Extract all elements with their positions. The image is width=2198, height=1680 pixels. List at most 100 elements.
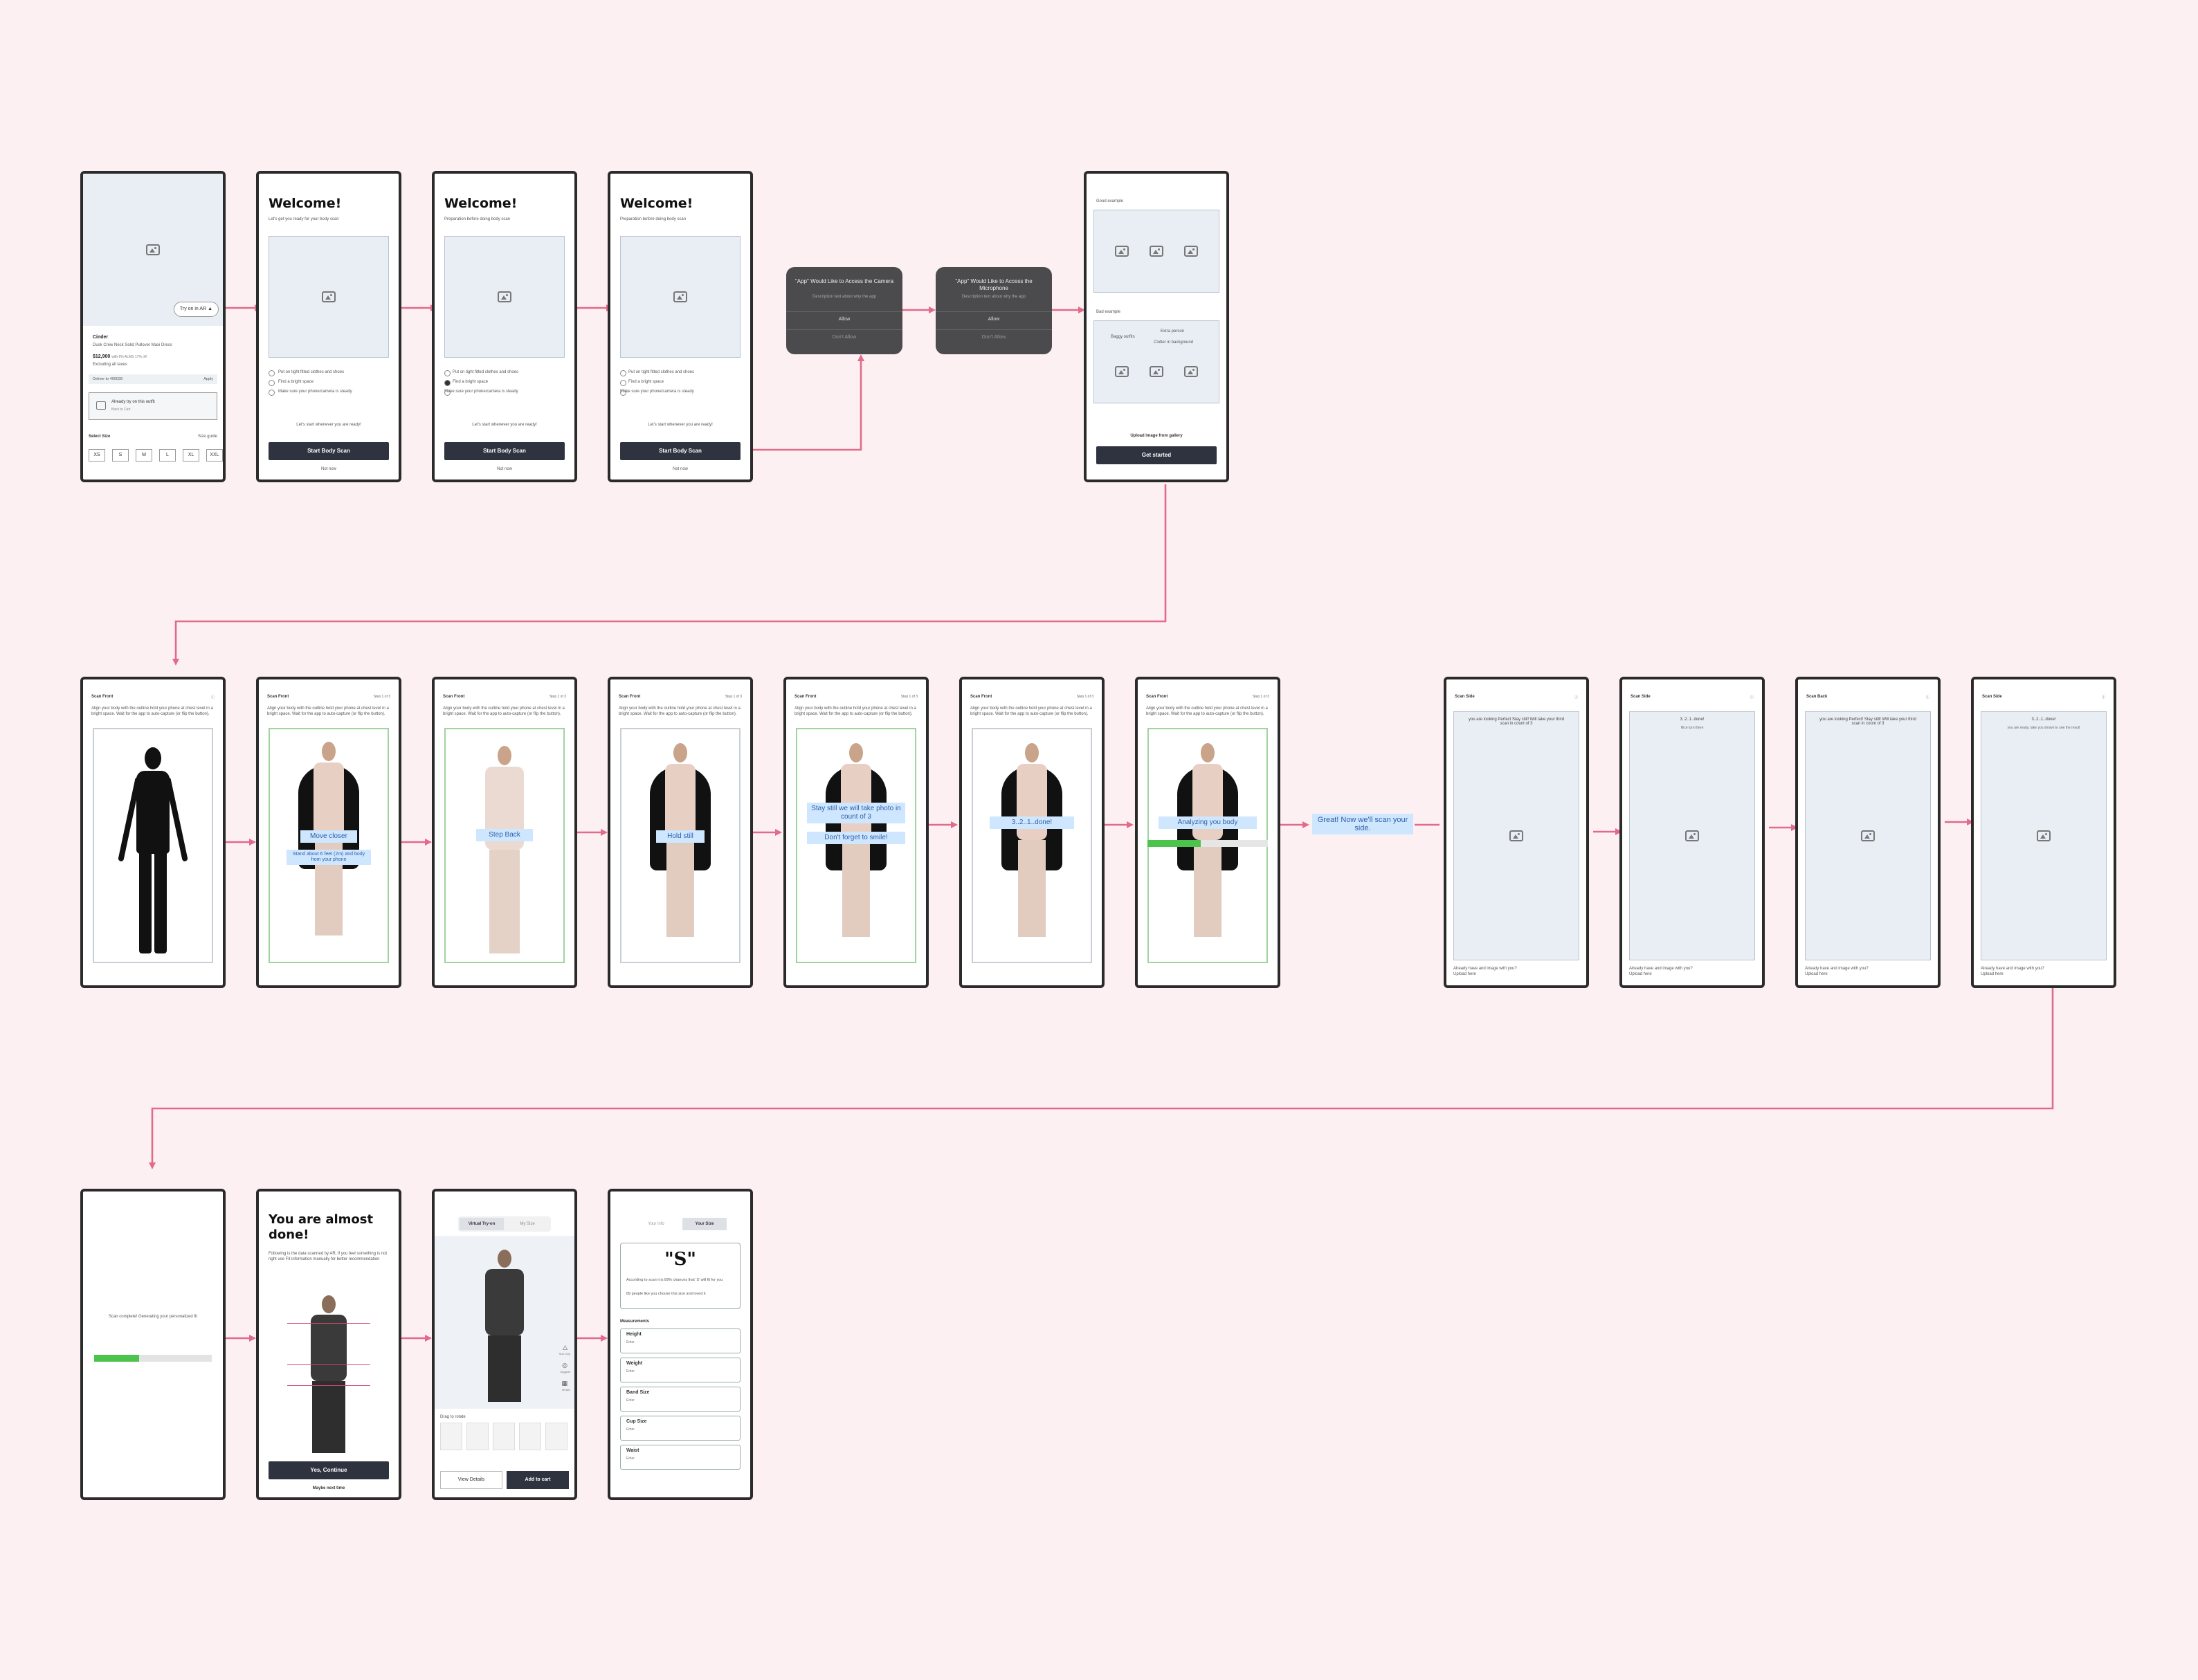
already-tried-card[interactable]: Already try on this outfit Back to Cart [89, 392, 217, 420]
screen-scan-analyzing: Scan Front Step 1 of 3 Align your body w… [1135, 677, 1280, 988]
welcome-subtitle: Preparation before doing body scan [444, 217, 565, 222]
get-started-button[interactable]: Get started [1096, 446, 1217, 464]
similar-icon[interactable]: ▦ [561, 1380, 567, 1387]
size-chip-xxl[interactable]: XXL [206, 449, 223, 462]
image-icon [96, 401, 106, 410]
camera-preview: 3..2..1..done! Nice turn there [1629, 711, 1755, 960]
screen-scan-step-back: Scan Front Step 1 of 3 Align your body w… [432, 677, 577, 988]
ar-icon: ▲ [208, 307, 212, 311]
countdown-label: 3..2..1..done! [990, 816, 1074, 829]
image-icon [2037, 830, 2051, 841]
good-example-box [1093, 210, 1219, 293]
tab-my-size[interactable]: My Size [505, 1218, 550, 1230]
tryon-model [484, 1250, 525, 1402]
screen-welcome-3: Welcome! Preparation before doing body s… [608, 171, 753, 482]
bullet-item: Put on tight fitted clothes and shoes [620, 370, 743, 374]
size-chip-s[interactable]: S [112, 449, 129, 462]
bullet-item: Make sure your phone/camera is steady [444, 390, 567, 394]
bullet-item: Find a bright space [444, 380, 567, 384]
smile-label: Don't forget to smile! [807, 832, 905, 844]
ready-text: Let's start whenever you are ready! [610, 423, 750, 427]
screen-scan-hold-still: Scan Front Step 1 of 3 Align your body w… [608, 677, 753, 988]
bullet-item: Find a bright space [269, 380, 392, 384]
screen-scan-front-outline: Scan Front ⓘ Align your body with the ou… [80, 677, 226, 988]
scan-side-callout: Great! Now we'll scan your side. [1312, 814, 1413, 834]
product-thumbnails[interactable] [440, 1423, 569, 1450]
model-person [484, 746, 525, 960]
bullet-item: Put on tight fitted clothes and shoes [444, 370, 567, 374]
maybe-next-time-link[interactable]: Maybe next time [259, 1486, 399, 1490]
good-example-label: Good example [1096, 199, 1217, 204]
info-icon[interactable]: ⓘ [211, 695, 215, 700]
step-back-label: Step Back [476, 829, 533, 841]
not-now-link[interactable]: Not now [259, 467, 399, 471]
analyzing-progress [1147, 840, 1268, 847]
allow-button[interactable]: Allow [786, 317, 902, 322]
not-now-link[interactable]: Not now [435, 467, 574, 471]
image-icon [1184, 246, 1198, 257]
bad-example-label: Bad example [1096, 309, 1217, 315]
try-on-ar-button[interactable]: Try on in AR ▲ [174, 302, 219, 317]
size-chip-xs[interactable]: XS [89, 449, 105, 462]
screen-scan-back-1: Scan Back ⓘ you are looking Perfect! Sta… [1795, 677, 1941, 988]
size-chip-l[interactable]: L [159, 449, 176, 462]
processing-progress-fill [94, 1355, 139, 1362]
select-size-label: Select Size Size guide [89, 434, 217, 439]
not-now-link[interactable]: Not now [610, 467, 750, 471]
info-icon[interactable]: ⓘ [1926, 695, 1929, 700]
info-icon[interactable]: ⓘ [1574, 695, 1578, 700]
dont-allow-button[interactable]: Don't Allow [936, 335, 1052, 340]
view-details-button[interactable]: View Details [440, 1471, 502, 1489]
screen-virtual-try-on: Virtual Try-on My Size △ Size chip ◎ Sug… [432, 1189, 577, 1500]
processing-progress [94, 1355, 212, 1362]
tab-virtual-try-on[interactable]: Virtual Try-on [460, 1218, 504, 1230]
scan-title: Scan Front [91, 695, 113, 699]
screen-scan-move-closer: Scan Front Step 1 of 3 Align your body w… [256, 677, 401, 988]
yes-continue-button[interactable]: Yes, Continue [269, 1461, 389, 1479]
recommended-size: "S" [621, 1249, 740, 1270]
screen-almost-done: You are almost done! Following is the da… [256, 1189, 401, 1500]
allow-button[interactable]: Allow [936, 317, 1052, 322]
delivery-row[interactable]: Deliver to 400028 Apply [89, 374, 217, 384]
start-body-scan-button[interactable]: Start Body Scan [444, 442, 565, 460]
size-chip-icon[interactable]: △ [563, 1344, 567, 1351]
measurements-label: Measurements [620, 1319, 741, 1324]
scan-instruction: Align your body with the outline hold yo… [91, 706, 215, 717]
welcome-subtitle: Let's get you ready for your body scan [269, 217, 389, 222]
add-to-cart-button[interactable]: Add to cart [507, 1471, 569, 1489]
size-chip-xl[interactable]: XL [183, 449, 199, 462]
image-icon [1184, 366, 1198, 377]
welcome-title: Welcome! [269, 196, 341, 211]
welcome-illustration [620, 236, 741, 358]
ready-text: Let's start whenever you are ready! [435, 423, 574, 427]
bad-example-box: Baggy outfits Extra person Clutter in ba… [1093, 320, 1219, 403]
size-tabs: Your info Your Size [634, 1216, 727, 1232]
screen-product: Try on in AR ▲ Cinder Dusk Crew Neck Sol… [80, 171, 226, 482]
upload-gallery-link[interactable]: Upload image from gallery [1087, 434, 1226, 438]
tab-your-info[interactable]: Your info [634, 1218, 678, 1230]
dont-allow-button[interactable]: Don't Allow [786, 335, 902, 340]
screen-scan-side-2: Scan Side ⓘ 3..2..1..done! Nice turn the… [1619, 677, 1765, 988]
image-icon [1115, 366, 1129, 377]
suggest-icon[interactable]: ◎ [562, 1362, 567, 1369]
microphone-permission-dialog: "App" Would Like to Access the Microphon… [936, 267, 1052, 354]
size-chip-m[interactable]: M [136, 449, 152, 462]
info-icon[interactable]: ⓘ [1750, 695, 1754, 700]
bullet-item: Find a bright space [620, 380, 743, 384]
scanned-model [308, 1295, 349, 1454]
tab-your-size[interactable]: Your Size [682, 1218, 727, 1230]
size-result-card: "S" According to scan it is 89% chances … [620, 1243, 741, 1309]
screen-scan-stay-still: Scan Front Step 1 of 3 Align your body w… [783, 677, 929, 988]
info-icon[interactable]: ⓘ [2102, 695, 2105, 700]
price: $12,900 with 6% ALMS 17% off [93, 354, 213, 360]
welcome-title: Welcome! [620, 196, 693, 211]
model-person [1011, 743, 1053, 937]
camera-preview: 3..2..1..done! you are ready, take you s… [1981, 711, 2107, 960]
start-body-scan-button[interactable]: Start Body Scan [620, 442, 741, 460]
start-body-scan-button[interactable]: Start Body Scan [269, 442, 389, 460]
